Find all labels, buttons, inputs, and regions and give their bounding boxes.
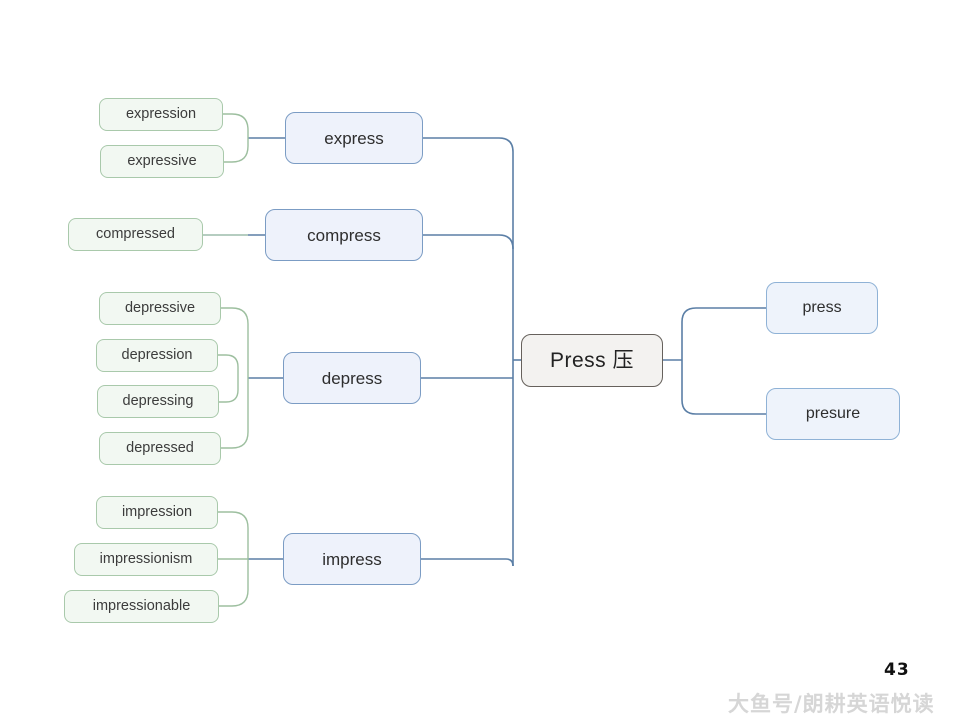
leaf-node-depression-label: depression <box>121 347 193 364</box>
leaf-node-expression-label: expression <box>125 106 197 123</box>
page-number: 43 <box>884 660 910 680</box>
leaf-node-impression[interactable]: impression <box>96 496 218 529</box>
leaf-node-expressive-label: expressive <box>127 153 197 170</box>
mid-node-compress[interactable]: compress <box>265 209 423 261</box>
leaf-node-impression-label: impression <box>121 504 193 521</box>
mid-node-impress[interactable]: impress <box>283 533 421 585</box>
leaf-node-impressionable[interactable]: impressionable <box>64 590 219 623</box>
right-node-presure-label: presure <box>805 405 861 422</box>
mid-node-express-label: express <box>324 128 384 148</box>
leaf-node-impressionism-label: impressionism <box>99 551 193 568</box>
leaf-node-depressing[interactable]: depressing <box>97 385 219 418</box>
mid-node-depress-label: depress <box>321 368 383 388</box>
leaf-node-compressed-label: compressed <box>96 226 175 243</box>
leaf-node-expressive[interactable]: expressive <box>100 145 224 178</box>
leaf-node-depressed-label: depressed <box>126 440 194 457</box>
center-node[interactable]: Press 压 <box>521 334 663 387</box>
leaf-node-depressive[interactable]: depressive <box>99 292 221 325</box>
mid-node-impress-label: impress <box>322 549 382 569</box>
center-node-label: Press 压 <box>549 349 634 372</box>
mid-node-express[interactable]: express <box>285 112 423 164</box>
right-node-presure[interactable]: presure <box>766 388 900 440</box>
right-node-press[interactable]: press <box>766 282 878 334</box>
leaf-node-impressionism[interactable]: impressionism <box>74 543 218 576</box>
leaf-node-depressed[interactable]: depressed <box>99 432 221 465</box>
mid-node-compress-label: compress <box>307 225 381 245</box>
leaf-node-expression[interactable]: expression <box>99 98 223 131</box>
leaf-node-impressionable-label: impressionable <box>92 598 191 615</box>
leaf-node-depression[interactable]: depression <box>96 339 218 372</box>
watermark: 大鱼号/朗耕英语悦读 <box>728 692 935 716</box>
leaf-node-depressive-label: depressive <box>124 300 196 317</box>
leaf-node-depressing-label: depressing <box>122 393 194 410</box>
leaf-node-compressed[interactable]: compressed <box>68 218 203 251</box>
mid-node-depress[interactable]: depress <box>283 352 421 404</box>
right-node-press-label: press <box>802 299 842 316</box>
